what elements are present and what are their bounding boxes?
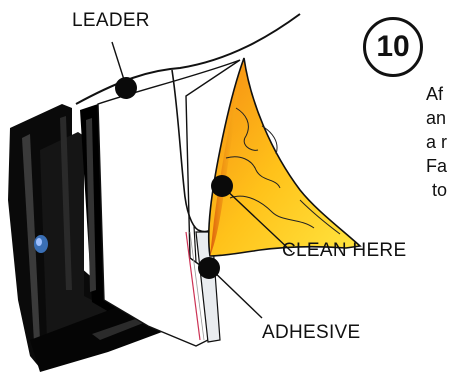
instruction-line-2: an [426,108,447,128]
step-number-badge: 10 [363,17,423,77]
adhesive-callout-line [209,267,263,319]
leader-label: LEADER [72,10,150,31]
clean-here-callout-line [221,185,293,253]
instruction-line-4: Fa [426,156,448,176]
instruction-line-3: a r [426,132,448,152]
instruction-line-1: Af [426,84,444,104]
clean-here-callout-dot [211,175,233,197]
instruction-line-5: to [432,180,448,200]
adhesive-callout-dot [198,257,220,279]
cleaning-cloth [207,57,362,257]
leader-callout-dot [115,77,137,99]
knob-icon [34,235,48,253]
clean-here-label: CLEAN HERE [282,240,407,261]
adhesive-label: ADHESIVE [262,322,361,343]
leader-tape-line [75,13,301,105]
